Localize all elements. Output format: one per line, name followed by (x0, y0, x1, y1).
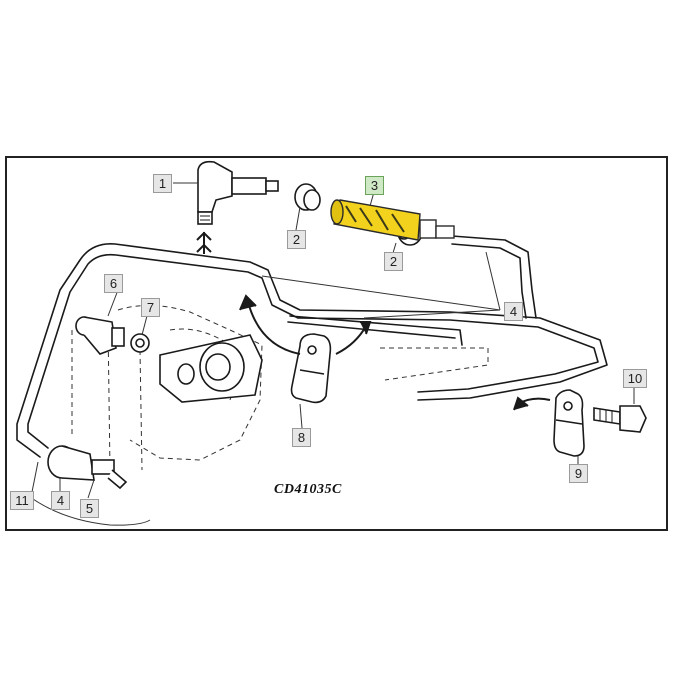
leader-lines (25, 182, 635, 526)
callout-2a: 2 (287, 230, 306, 249)
callout-6: 6 (104, 274, 123, 293)
pressure-switch (75, 316, 150, 355)
callout-11: 11 (10, 491, 34, 510)
highlighted-hose (330, 199, 455, 241)
diagram-frame (5, 156, 668, 531)
callout-9: 9 (569, 464, 588, 483)
housing-block (159, 334, 263, 403)
callout-4a: 4 (504, 302, 523, 321)
callout-2b: 2 (384, 252, 403, 271)
direction-arrow-icon (196, 231, 212, 254)
bolt-item-10 (593, 405, 647, 433)
callout-8: 8 (292, 428, 311, 447)
lower-fitting (47, 445, 128, 490)
hidden-lines (71, 304, 489, 471)
motion-arrows (239, 294, 551, 411)
tube-assembly (16, 235, 608, 458)
callout-3: 3 (365, 176, 384, 195)
callout-4b: 4 (51, 491, 70, 510)
clamp-item-9 (553, 389, 585, 457)
callout-1: 1 (153, 174, 172, 193)
elbow-fitting (197, 160, 279, 225)
callout-5: 5 (80, 499, 99, 518)
callout-7: 7 (141, 298, 160, 317)
drawing-code: CD41035C (274, 482, 342, 497)
callout-10: 10 (623, 369, 647, 388)
clamp-item-8 (290, 333, 332, 404)
